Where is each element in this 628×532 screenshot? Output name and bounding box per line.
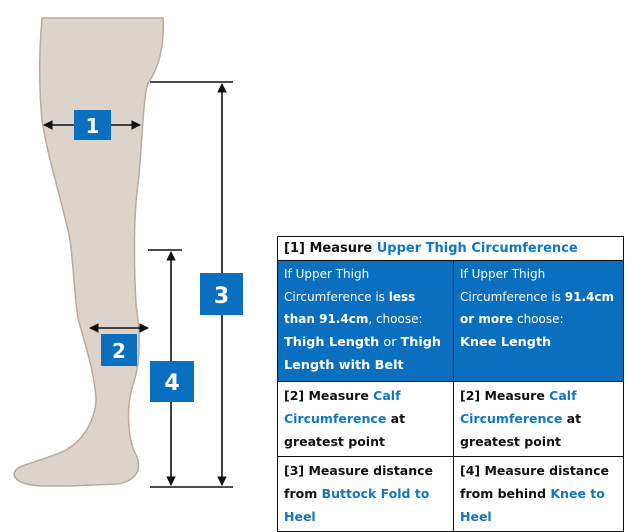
badge-2: 2 — [101, 334, 137, 366]
rule-less-than: If Upper Thigh Circumference is less tha… — [277, 260, 454, 382]
badge-3-label: 3 — [214, 284, 229, 309]
badge-3: 3 — [200, 273, 243, 315]
badge-4: 4 — [150, 361, 194, 402]
leg-silhouette — [13, 17, 165, 487]
badge-4-label: 4 — [164, 371, 179, 396]
calf-instruction-left: [2] Measure Calf Circumference at greate… — [277, 380, 454, 457]
measurement-guide-table: [1] Measure Upper Thigh Circumference If… — [277, 236, 624, 532]
thigh-circumference-header: [1] Measure Upper Thigh Circumference — [277, 236, 624, 261]
rule-or-more: If Upper Thigh Circumference is 91.4cm o… — [453, 260, 624, 382]
badge-1: 1 — [74, 110, 111, 140]
table-row: If Upper Thigh Circumference is less tha… — [277, 260, 624, 382]
table-row: [1] Measure Upper Thigh Circumference — [277, 236, 624, 261]
badge-1-label: 1 — [86, 114, 100, 138]
calf-instruction-right: [2] Measure Calf Circumference at greate… — [453, 380, 624, 457]
leg-measurement-diagram: 1 2 3 4 — [13, 17, 243, 488]
table-row: [2] Measure Calf Circumference at greate… — [277, 380, 624, 457]
buttock-to-heel-instruction: [3] Measure distance from Buttock Fold t… — [277, 455, 454, 532]
knee-to-heel-instruction: [4] Measure distance from behind Knee to… — [453, 455, 624, 532]
badge-2-label: 2 — [112, 339, 126, 363]
table-row: [3] Measure distance from Buttock Fold t… — [277, 455, 624, 532]
